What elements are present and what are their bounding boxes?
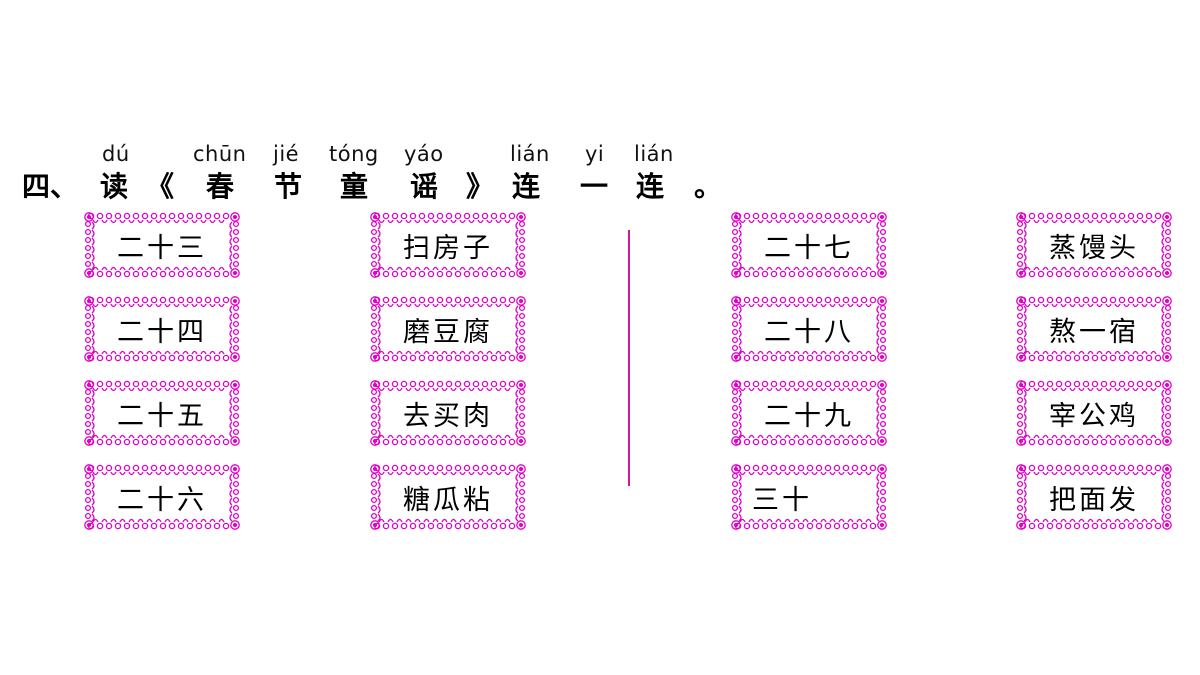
card-col1-row1[interactable]: 二十三 [83,211,241,279]
card-label: 宰公鸡 [1049,400,1139,432]
card-label: 糖瓜粘 [403,484,493,516]
heading-close-bracket: 》 [466,170,495,203]
card-label: 二十八 [764,316,854,348]
card-col4-row3[interactable]: 宰公鸡 [1015,379,1173,447]
lace-frame-icon [731,464,887,530]
card-label: 磨豆腐 [403,316,493,348]
heading-char-tong: 童 [340,170,369,203]
card-col1-row3[interactable]: 二十五 [83,379,241,447]
card-label: 扫房子 [403,232,493,264]
heading-char-yi: 一 [580,170,609,203]
card-col3-row2[interactable]: 二十八 [730,295,888,363]
card-col1-row2[interactable]: 二十四 [83,295,241,363]
card-col3-row1[interactable]: 二十七 [730,211,888,279]
card-col2-row2[interactable]: 磨豆腐 [369,295,527,363]
pinyin-du: dú [102,142,130,166]
card-label: 二十五 [117,400,207,432]
card-col3-row4[interactable]: 三十 [730,463,888,531]
card-col2-row3[interactable]: 去买肉 [369,379,527,447]
column-divider [628,230,630,486]
lace-frame-icon [84,380,240,446]
card-col2-row1[interactable]: 扫房子 [369,211,527,279]
lace-frame-icon [370,464,526,530]
pinyin-lian-1: lián [510,142,550,166]
lace-frame-icon [84,464,240,530]
card-label: 熬一宿 [1049,316,1139,348]
card-col3-row3[interactable]: 二十九 [730,379,888,447]
card-label: 三十 [752,484,812,516]
pinyin-chun: chūn [193,142,247,166]
lace-frame-icon [1016,464,1172,530]
heading-number: 四、 [22,170,79,203]
exercise-heading: dú chūn jié tóng yáo lián yi lián 四、 读 《… [0,0,1200,215]
card-label: 二十六 [117,484,207,516]
lace-frame-icon [84,212,240,278]
card-label: 二十七 [764,232,854,264]
lace-frame-icon [84,296,240,362]
lace-frame-icon [731,212,887,278]
card-label: 蒸馒头 [1049,232,1139,264]
lace-frame-icon [370,212,526,278]
card-label: 去买肉 [403,400,493,432]
pinyin-jie: jié [273,142,300,166]
card-col4-row2[interactable]: 熬一宿 [1015,295,1173,363]
heading-char-lian-2: 连 [636,170,665,203]
card-label: 把面发 [1049,484,1139,516]
heading-period: 。 [694,170,723,203]
card-col4-row1[interactable]: 蒸馒头 [1015,211,1173,279]
card-label: 二十四 [117,316,207,348]
heading-char-yao: 谣 [410,170,439,203]
pinyin-lian-2: lián [634,142,674,166]
card-col4-row4[interactable]: 把面发 [1015,463,1173,531]
heading-char-chun: 春 [206,170,235,203]
card-label: 二十三 [117,232,207,264]
heading-char-jie: 节 [274,170,303,203]
pinyin-tong: tóng [329,142,379,166]
lace-frame-icon [731,296,887,362]
lace-frame-icon [370,380,526,446]
heading-char-du: 读 [100,170,129,203]
lace-frame-icon [1016,212,1172,278]
heading-open-bracket: 《 [146,170,175,203]
lace-frame-icon [370,296,526,362]
lace-frame-icon [731,380,887,446]
pinyin-yi: yi [585,142,605,166]
card-col1-row4[interactable]: 二十六 [83,463,241,531]
heading-char-lian-1: 连 [512,170,541,203]
lace-frame-icon [1016,296,1172,362]
card-label: 二十九 [764,400,854,432]
card-col2-row4[interactable]: 糖瓜粘 [369,463,527,531]
lace-frame-icon [1016,380,1172,446]
pinyin-yao: yáo [404,142,444,166]
